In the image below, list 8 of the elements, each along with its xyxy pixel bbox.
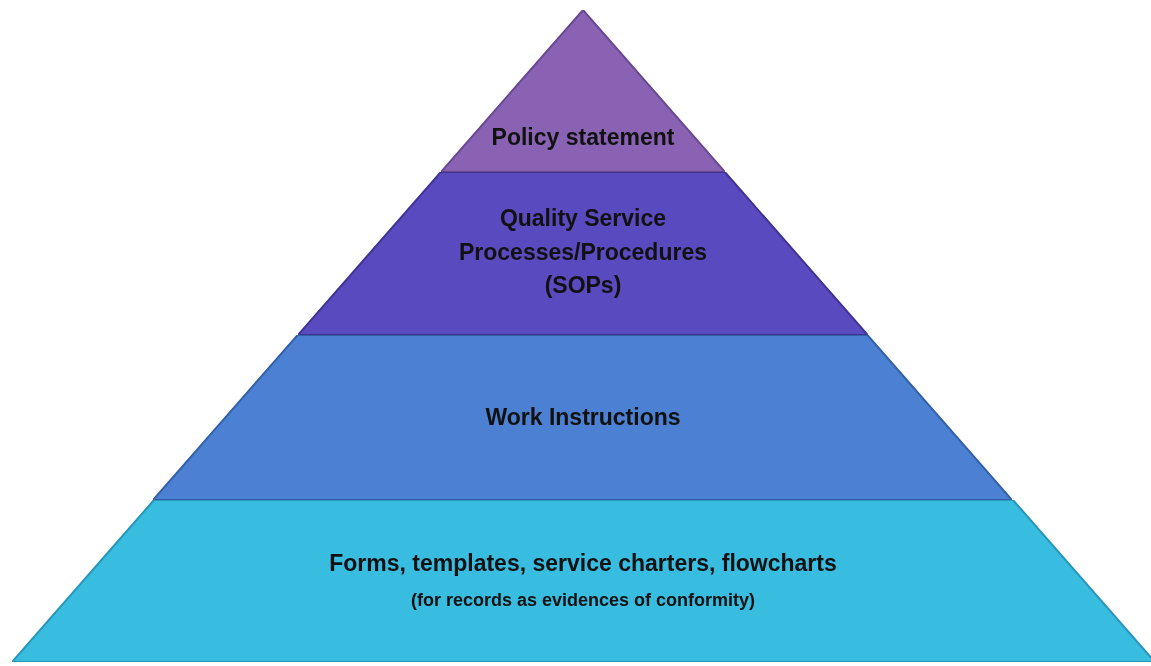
pyramid-level bbox=[153, 335, 1013, 500]
pyramid-level bbox=[298, 172, 868, 335]
level-label: Work Instructions bbox=[485, 402, 681, 432]
level-label: Policy statement bbox=[491, 123, 675, 153]
level-label: Forms, templates, service charters, flowcharts bbox=[329, 549, 837, 579]
level-note: (for records as evidences of conformity) bbox=[410, 588, 756, 612]
level-label: Quality Service Processes/Procedures (SOPs) bbox=[457, 204, 708, 301]
pyramid-level bbox=[11, 500, 1151, 662]
